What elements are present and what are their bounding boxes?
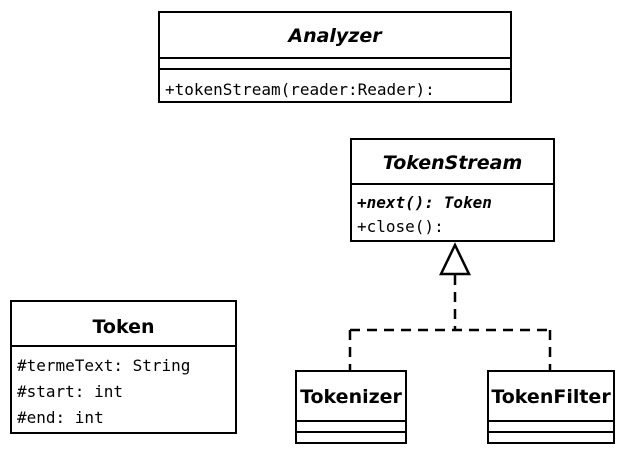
class-divider xyxy=(352,183,553,185)
class-analyzer: Analyzer +tokenStream(reader:Reader): xyxy=(158,11,512,103)
class-token-filter: TokenFilter xyxy=(487,370,615,444)
attribute-start: #start: int xyxy=(17,382,123,401)
class-name-analyzer: Analyzer xyxy=(288,25,382,47)
class-token-stream: TokenStream +next(): Token +close(): xyxy=(350,138,555,242)
class-divider xyxy=(12,345,235,347)
realization-arrowhead xyxy=(439,242,471,276)
class-divider xyxy=(160,68,510,70)
class-divider xyxy=(297,431,405,433)
class-name-tokenizer: Tokenizer xyxy=(300,386,402,408)
class-divider xyxy=(489,420,613,422)
operation-close: +close(): xyxy=(357,217,444,236)
class-name-token-stream: TokenStream xyxy=(382,152,523,174)
class-token: Token #termeText: String #start: int #en… xyxy=(10,300,237,434)
class-name-token: Token xyxy=(92,316,155,338)
class-tokenizer: Tokenizer xyxy=(295,370,407,444)
operation-next: +next(): Token xyxy=(357,193,492,212)
attribute-terme-text: #termeText: String xyxy=(17,356,191,375)
class-divider xyxy=(489,431,613,433)
realization-connector xyxy=(348,275,552,372)
class-divider xyxy=(297,420,405,422)
operation-token-stream: +tokenStream(reader:Reader): xyxy=(165,80,435,99)
class-divider xyxy=(160,57,510,59)
class-name-token-filter: TokenFilter xyxy=(491,386,611,408)
attribute-end: #end: int xyxy=(17,408,104,427)
